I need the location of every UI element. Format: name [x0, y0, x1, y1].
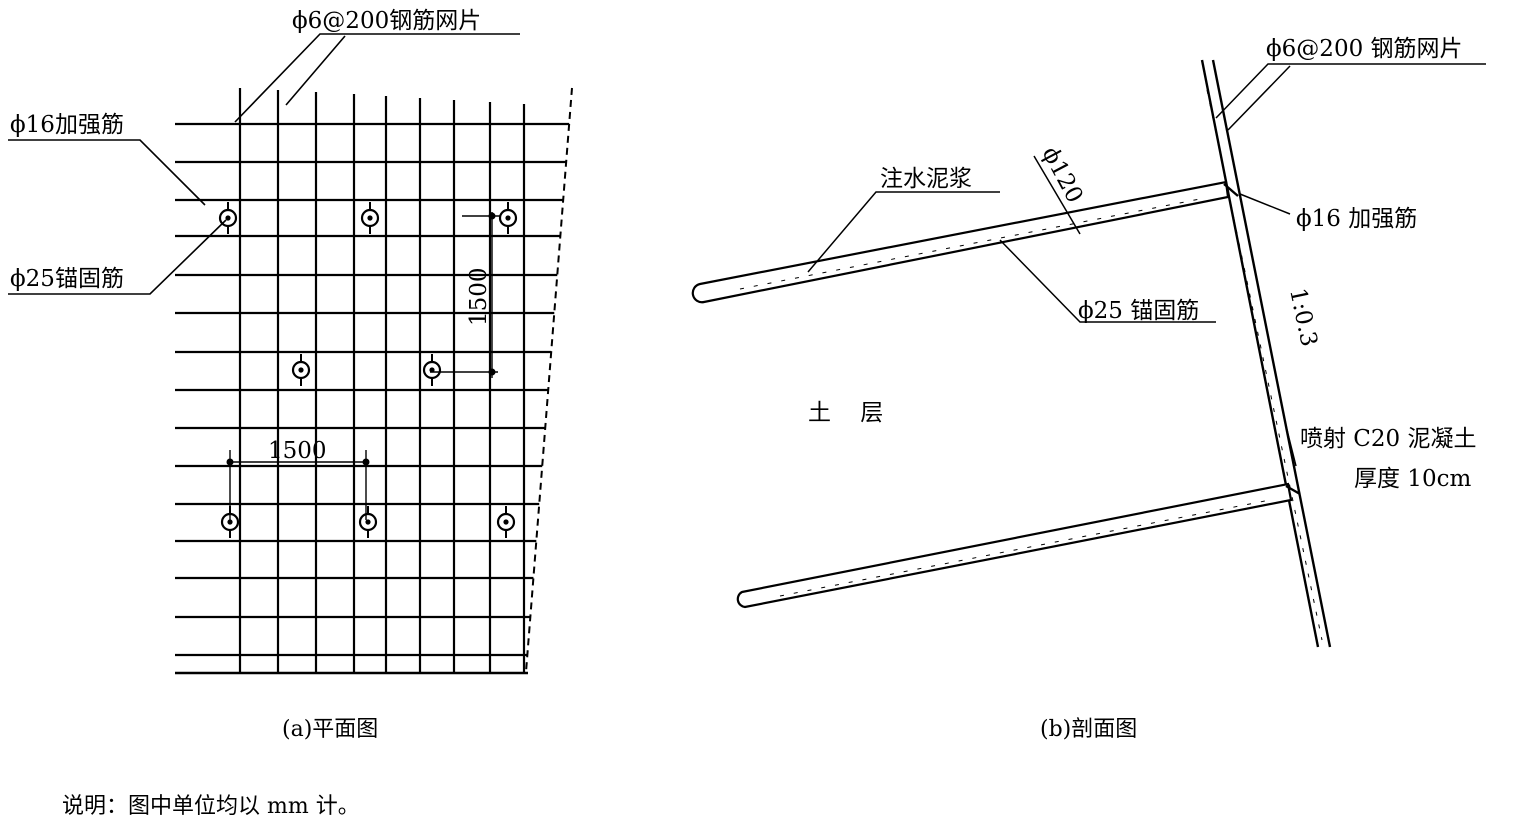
- plan-view: ϕ6@200钢筋网片 ϕ16加强筋 ϕ25锚固筋 1500 1500 (a)平面…: [8, 8, 573, 742]
- section-slope-label: 1:0.3: [1284, 286, 1322, 349]
- section-mesh-label: ϕ6@200 钢筋网片: [1266, 36, 1463, 62]
- leader-shotcrete: [1285, 425, 1297, 467]
- anchor-point: [498, 202, 518, 234]
- upper-anchor-bar: [691, 180, 1239, 304]
- anchor-point: [496, 506, 516, 538]
- section-soil-label: 土 层: [808, 400, 883, 426]
- plan-mesh-label: ϕ6@200钢筋网片: [292, 8, 481, 34]
- lower-anchor-head: [1285, 484, 1301, 496]
- anchor-point: [358, 506, 378, 538]
- section-shotcrete-label-2: 厚度 10cm: [1354, 466, 1471, 492]
- plan-dim-vertical: 1500: [466, 267, 492, 326]
- leader-anchor: [8, 219, 227, 295]
- leader-section-anchor: [999, 239, 1216, 323]
- leader-mesh-2: [285, 35, 346, 106]
- leader-grout: [807, 191, 1000, 273]
- section-caption: (b)剖面图: [1040, 717, 1137, 742]
- leader-hole-diameter: [1033, 155, 1081, 235]
- plan-strengthen-label: ϕ16加强筋: [10, 112, 124, 138]
- section-view: ϕ6@200 钢筋网片 注水泥浆 ϕ120 ϕ16 加强筋 ϕ25 锚固筋 1:…: [691, 36, 1486, 742]
- plan-caption: (a)平面图: [282, 717, 378, 742]
- note-text: 说明：图中单位均以 mm 计。: [62, 794, 360, 819]
- section-strengthen-label: ϕ16 加强筋: [1296, 206, 1417, 232]
- plan-anchor-label: ϕ25锚固筋: [10, 266, 124, 292]
- leader-section-mesh: [1215, 63, 1486, 119]
- leader-strengthen: [8, 139, 206, 206]
- leader-mesh: [234, 33, 520, 123]
- leader-section-strengthen: [1239, 193, 1291, 215]
- anchor-points: [218, 202, 518, 538]
- section-anchor-label: ϕ25 锚固筋: [1078, 298, 1199, 324]
- section-grout-label: 注水泥浆: [880, 166, 972, 192]
- upper-anchor-head: [1223, 183, 1239, 197]
- anchor-point: [422, 354, 442, 386]
- section-shotcrete-label-1: 喷射 C20 泥凝土: [1300, 426, 1477, 452]
- plan-right-boundary: [525, 87, 573, 673]
- section-hole-diameter-label: ϕ120: [1037, 143, 1088, 208]
- lower-anchor-bar: [736, 482, 1301, 609]
- plan-dim-horizontal: 1500: [268, 438, 327, 464]
- anchor-point: [218, 202, 238, 234]
- anchor-point: [360, 202, 380, 234]
- anchor-point: [291, 354, 311, 386]
- slope-wall: [1200, 59, 1332, 648]
- steel-mesh-grid: [175, 88, 570, 672]
